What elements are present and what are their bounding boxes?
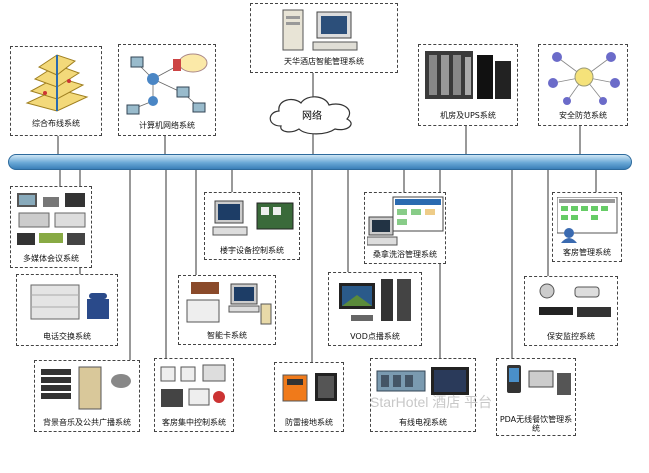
sauna-box: 桑拿洗浴管理系统 <box>364 192 446 264</box>
conference-equipment-icon <box>15 191 89 253</box>
hotel-management-box: 天华酒店智能管理系统 <box>250 3 398 73</box>
room-control-label: 客房集中控制系统 <box>162 418 226 427</box>
room-control-icon <box>159 363 231 417</box>
network-topology-icon <box>123 49 213 121</box>
network-label: 网络 <box>302 111 322 122</box>
computer-network-label: 计算机网络系统 <box>139 121 195 130</box>
lightning-label: 防雷接地系统 <box>285 418 333 427</box>
vod-label: VOD点播系统 <box>350 332 400 341</box>
background-music-box: 背景音乐及公共广播系统 <box>34 360 140 432</box>
background-music-icon <box>39 365 135 417</box>
cctv-camera-icon <box>531 281 615 331</box>
cable-tv-icon <box>375 363 473 417</box>
smart-card-box: 智能卡系统 <box>178 275 276 345</box>
cabling-box: 综合布线系统 <box>10 46 102 136</box>
telephone-label: 电话交换系统 <box>43 332 91 341</box>
multimedia-box: 多媒体会议系统 <box>10 186 92 268</box>
hotel-management-label: 天华酒店智能管理系统 <box>284 57 364 66</box>
building-cabling-icon <box>17 53 97 119</box>
sauna-management-icon <box>366 195 445 251</box>
telephone-box: 电话交换系统 <box>16 274 118 346</box>
cabling-label: 综合布线系统 <box>32 119 80 128</box>
server-computer-icon <box>277 8 367 60</box>
guest-room-software-icon <box>556 196 619 247</box>
watermark-text: StarHotel 酒店 平台 <box>370 394 493 410</box>
background-music-label: 背景音乐及公共广播系统 <box>43 418 131 427</box>
pda-box: PDA无线餐饮管理系统 <box>496 358 576 436</box>
room-control-box: 客房集中控制系统 <box>154 358 234 432</box>
security-label: 安全防范系统 <box>559 111 607 120</box>
building-control-icon <box>211 197 297 245</box>
vod-equipment-icon <box>337 277 417 331</box>
guest-room-mgmt-label: 客房管理系统 <box>563 248 611 257</box>
vod-box: VOD点播系统 <box>328 272 422 346</box>
security-network-icon <box>547 49 621 109</box>
lightning-protection-icon <box>279 367 341 415</box>
smart-card-label: 智能卡系统 <box>207 331 247 340</box>
machine-room-box: 机房及UPS系统 <box>418 44 518 126</box>
sauna-label: 桑拿洗浴管理系统 <box>373 250 437 259</box>
computer-network-box: 计算机网络系统 <box>118 44 216 136</box>
guest-room-mgmt-box: 客房管理系统 <box>552 192 622 262</box>
cctv-box: 保安监控系统 <box>524 276 618 346</box>
network-bus <box>8 154 632 170</box>
building-control-label: 楼宇设备控制系统 <box>220 246 284 255</box>
telephone-exchange-icon <box>25 279 113 331</box>
cctv-label: 保安监控系统 <box>547 332 595 341</box>
pda-label: PDA无线餐饮管理系统 <box>499 415 573 433</box>
lightning-box: 防雷接地系统 <box>274 362 344 432</box>
cable-tv-label: 有线电视系统 <box>399 418 447 427</box>
network-cloud: 网络 <box>263 92 361 140</box>
multimedia-label: 多媒体会议系统 <box>23 254 79 263</box>
server-room-icon <box>425 51 513 105</box>
security-box: 安全防范系统 <box>538 44 628 126</box>
smart-card-icon <box>185 280 273 330</box>
machine-room-label: 机房及UPS系统 <box>440 111 496 120</box>
building-control-box: 楼宇设备控制系统 <box>204 192 300 260</box>
pda-icon <box>501 363 573 411</box>
cable-tv-box: 有线电视系统 <box>370 358 476 432</box>
